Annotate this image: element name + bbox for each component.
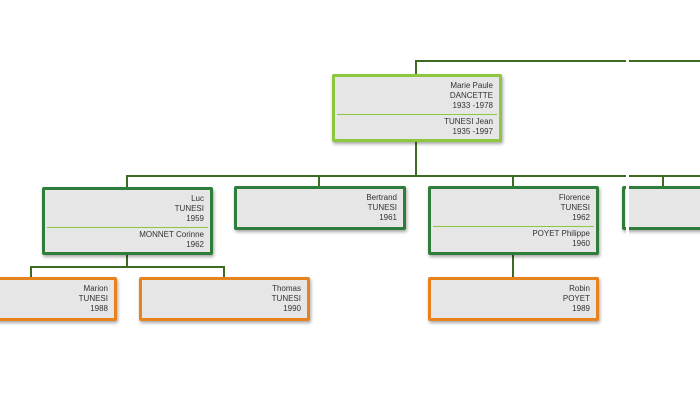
spouse-name: POYET Philippe — [532, 229, 590, 238]
person-card-marion[interactable]: Marion TUNESI 1988 — [0, 277, 117, 321]
surname: TUNESI — [78, 294, 108, 303]
connector-root-down — [415, 140, 417, 176]
spouse-name: MONNET Corinne — [139, 230, 204, 239]
couple-divider — [47, 227, 208, 228]
birth-year: 1989 — [572, 304, 590, 313]
person-card-bertrand[interactable]: Bertrand TUNESI 1961 — [234, 186, 406, 230]
connector-to-offscreen-child — [662, 175, 664, 187]
spouse-years: 1935 -1997 — [452, 127, 493, 136]
given-name: Bertrand — [366, 193, 397, 202]
surname: TUNESI — [367, 203, 397, 212]
tile-seam — [626, 0, 629, 400]
connector-luc-down — [126, 254, 128, 267]
root-spouse: TUNESI Jean 1935 -1997 — [335, 117, 499, 137]
person-card-robin[interactable]: Robin POYET 1989 — [428, 277, 599, 321]
spouse-years: 1960 — [572, 239, 590, 248]
grandchild-person: Robin POYET 1989 — [431, 280, 596, 314]
spouse-years: 1962 — [186, 240, 204, 249]
given-name: Marie Paule — [450, 81, 493, 90]
child-spouse: POYET Philippe 1960 — [431, 229, 596, 249]
given-name: Marion — [83, 284, 108, 293]
connector-luc-children-bar — [30, 266, 225, 268]
life-years: 1933 -1978 — [452, 101, 493, 110]
birth-year: 1959 — [186, 214, 204, 223]
birth-year: 1990 — [283, 304, 301, 313]
connector-top-horizontal — [415, 60, 700, 62]
connector-to-bertrand — [318, 175, 320, 187]
connector-children-bar — [126, 175, 700, 177]
connector-to-marion — [30, 266, 32, 278]
given-name: Thomas — [272, 284, 301, 293]
given-name: Florence — [558, 193, 590, 202]
birth-year: 1962 — [572, 213, 590, 222]
surname: TUNESI — [271, 294, 301, 303]
grandchild-person: Thomas TUNESI 1990 — [142, 280, 307, 314]
connector-to-luc — [126, 175, 128, 188]
surname: DANCETTE — [449, 91, 493, 100]
couple-card-luc[interactable]: Luc TUNESI 1959 MONNET Corinne 1962 — [42, 187, 213, 255]
root-couple-card[interactable]: Marie Paule DANCETTE 1933 -1978 TUNESI J… — [332, 74, 502, 142]
child-person: Florence TUNESI 1962 — [431, 189, 596, 223]
couple-divider — [337, 114, 497, 115]
given-name: Luc — [191, 194, 204, 203]
surname: TUNESI — [560, 203, 590, 212]
root-person: Marie Paule DANCETTE 1933 -1978 — [335, 77, 499, 111]
person-card-thomas[interactable]: Thomas TUNESI 1990 — [139, 277, 310, 321]
child-spouse: MONNET Corinne 1962 — [45, 230, 210, 250]
birth-year: 1988 — [90, 304, 108, 313]
surname: TUNESI — [174, 204, 204, 213]
grandchild-person: Marion TUNESI 1988 — [0, 280, 114, 314]
birth-year: 1961 — [379, 213, 397, 222]
child-person: Bertrand TUNESI 1961 — [237, 189, 403, 223]
connector-florence-down — [512, 254, 514, 278]
person-card-offscreen[interactable] — [622, 186, 700, 230]
child-person: Luc TUNESI 1959 — [45, 190, 210, 224]
given-name: Robin — [569, 284, 590, 293]
couple-card-florence[interactable]: Florence TUNESI 1962 POYET Philippe 1960 — [428, 186, 599, 255]
connector-top-to-root — [415, 60, 417, 75]
connector-to-florence — [512, 175, 514, 187]
surname: POYET — [562, 294, 590, 303]
connector-to-thomas — [223, 266, 225, 278]
spouse-name: TUNESI Jean — [444, 117, 493, 126]
couple-divider — [433, 226, 594, 227]
